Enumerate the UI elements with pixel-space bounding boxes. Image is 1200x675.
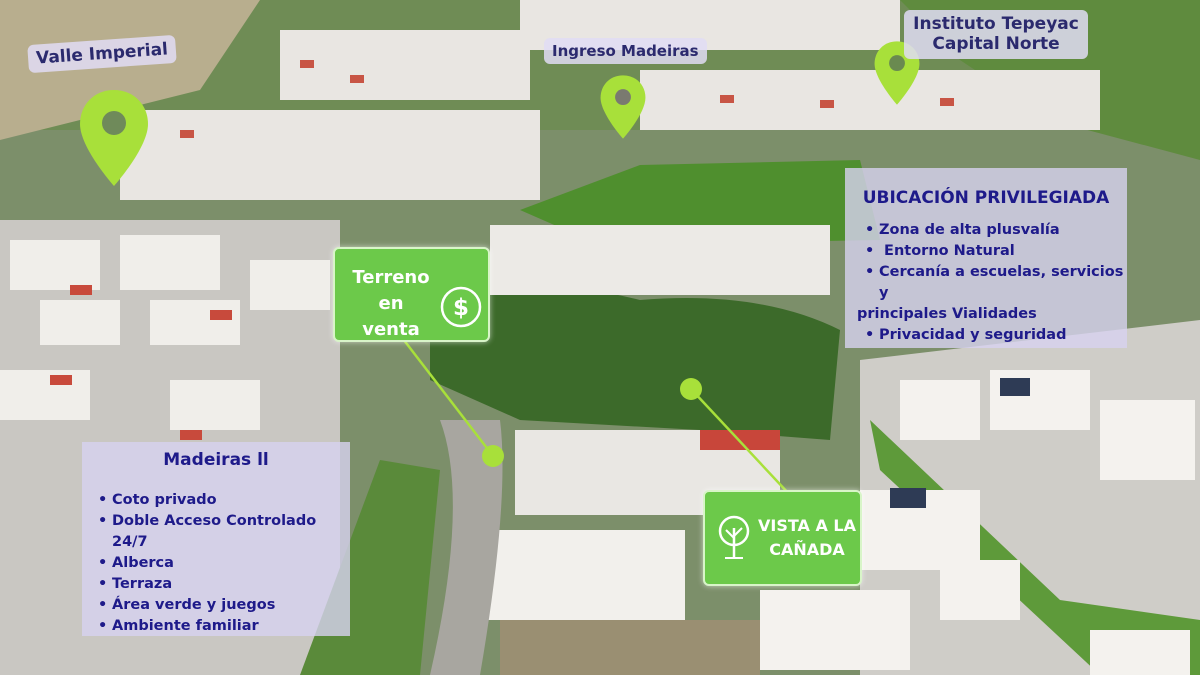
madeiras-item: Área verde y juegos [98, 595, 350, 616]
vista-connector [690, 388, 791, 496]
terreno-marker [482, 445, 504, 467]
tree-icon [718, 515, 750, 559]
madeiras-item: Doble Acceso Controlado 24/7 [98, 511, 350, 553]
vista-line2: CAÑADA [769, 540, 845, 559]
instituto-tepeyac-label: Instituto Tepeyac Capital Norte [904, 10, 1088, 59]
ingreso-madeiras-label: Ingreso Madeiras [544, 38, 707, 64]
madeiras-item: Alberca [98, 553, 350, 574]
ubicacion-list: Zona de alta plusvalía Entorno Natural C… [845, 220, 1127, 304]
instituto-line1: Instituto Tepeyac [913, 14, 1079, 34]
terreno-text: Terreno en venta [343, 265, 439, 343]
ubicacion-item: Entorno Natural [865, 241, 1127, 262]
madeiras-title: Madeiras ll [163, 450, 269, 470]
ubicacion-item: Privacidad y seguridad [865, 325, 1127, 346]
terreno-connector [399, 334, 494, 457]
ubicacion-title: UBICACIÓN PRIVILEGIADA [862, 188, 1110, 208]
dollar-circle-icon: $ [440, 286, 482, 328]
terreno-en-venta-box: Terreno en venta $ [333, 247, 490, 342]
vista-marker [680, 378, 702, 400]
ubicacion-item: Zona de alta plusvalía [865, 220, 1127, 241]
instituto-line2: Capital Norte [932, 34, 1060, 55]
ubicacion-list-2: Privacidad y seguridad [845, 325, 1127, 346]
madeiras-item: Ambiente familiar [98, 616, 350, 637]
ubicacion-item: Cercanía a escuelas, servicios y [865, 262, 1127, 304]
madeiras-list: Coto privado Doble Acceso Controlado 24/… [82, 490, 350, 637]
madeiras-panel: Madeiras ll Coto privado Doble Acceso Co… [82, 442, 350, 637]
vista-canada-box: VISTA A LA CAÑADA [703, 490, 862, 586]
ubicacion-item-text: Cercanía a escuelas, servicios y [879, 264, 1124, 301]
vista-text: VISTA A LA CAÑADA [757, 514, 857, 562]
madeiras-item: Coto privado [98, 490, 350, 511]
ubicacion-continuation: principales Vialidades [857, 306, 1037, 322]
terreno-line1: Terreno en [352, 267, 430, 314]
vista-line1: VISTA A LA [757, 516, 856, 535]
madeiras-item: Terraza [98, 574, 350, 595]
svg-text:$: $ [453, 295, 469, 321]
location-pin-icon [600, 75, 646, 139]
ubicacion-panel: UBICACIÓN PRIVILEGIADA Zona de alta plus… [845, 168, 1127, 348]
location-pin-icon [80, 90, 148, 186]
terreno-line2: venta [362, 319, 420, 340]
